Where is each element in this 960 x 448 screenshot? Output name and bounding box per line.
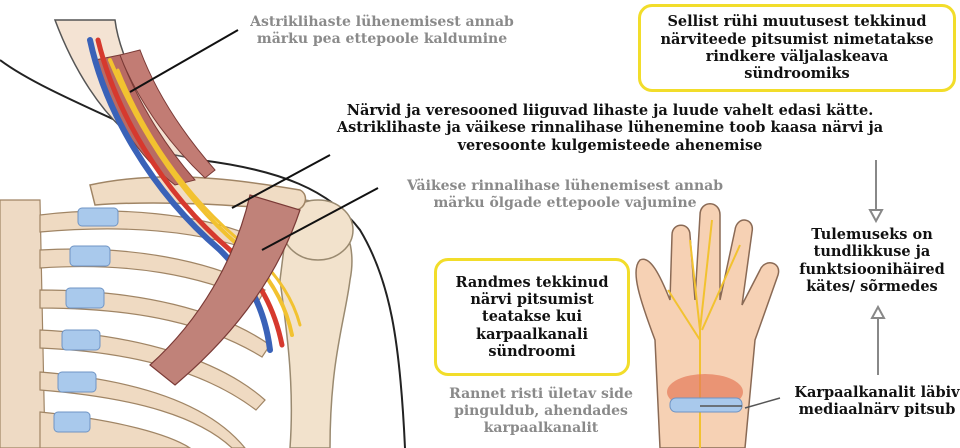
carpal-tunnel-box: Randmes tekkinud närvi pitsumist teataks…	[434, 258, 630, 376]
ligament-label: Rannet risti ületav side pinguldub, ahen…	[428, 386, 654, 436]
pointer-neck	[130, 30, 238, 92]
arrow-up	[872, 307, 884, 375]
pointer-median-nerve	[745, 398, 780, 408]
result-label: Tulemuseks on tundlikkuse ja funktsiooni…	[784, 226, 960, 296]
nerves-vessels-label: Närvid ja veresooned liiguvad lihaste ja…	[330, 102, 890, 154]
arrow-down	[870, 160, 882, 221]
carpal-tunnel-text: Randmes tekkinud närvi pitsumist teataks…	[445, 274, 619, 361]
sternum-bone	[0, 200, 45, 448]
thoracic-outlet-box: Sellist rühi muutusest tekkinud närvitee…	[638, 4, 956, 92]
thoracic-outlet-text: Sellist rühi muutusest tekkinud närvitee…	[651, 13, 943, 83]
neck-muscle-label: Astriklihaste lühenemisest annab märku p…	[232, 14, 532, 48]
carpal-ligament	[670, 398, 742, 412]
median-nerve-label: Karpaalkanalit läbiv mediaalnärv pitsub	[794, 384, 960, 419]
pectoralis-label: Väikese rinnalihase lühenemisest annab m…	[380, 178, 750, 212]
